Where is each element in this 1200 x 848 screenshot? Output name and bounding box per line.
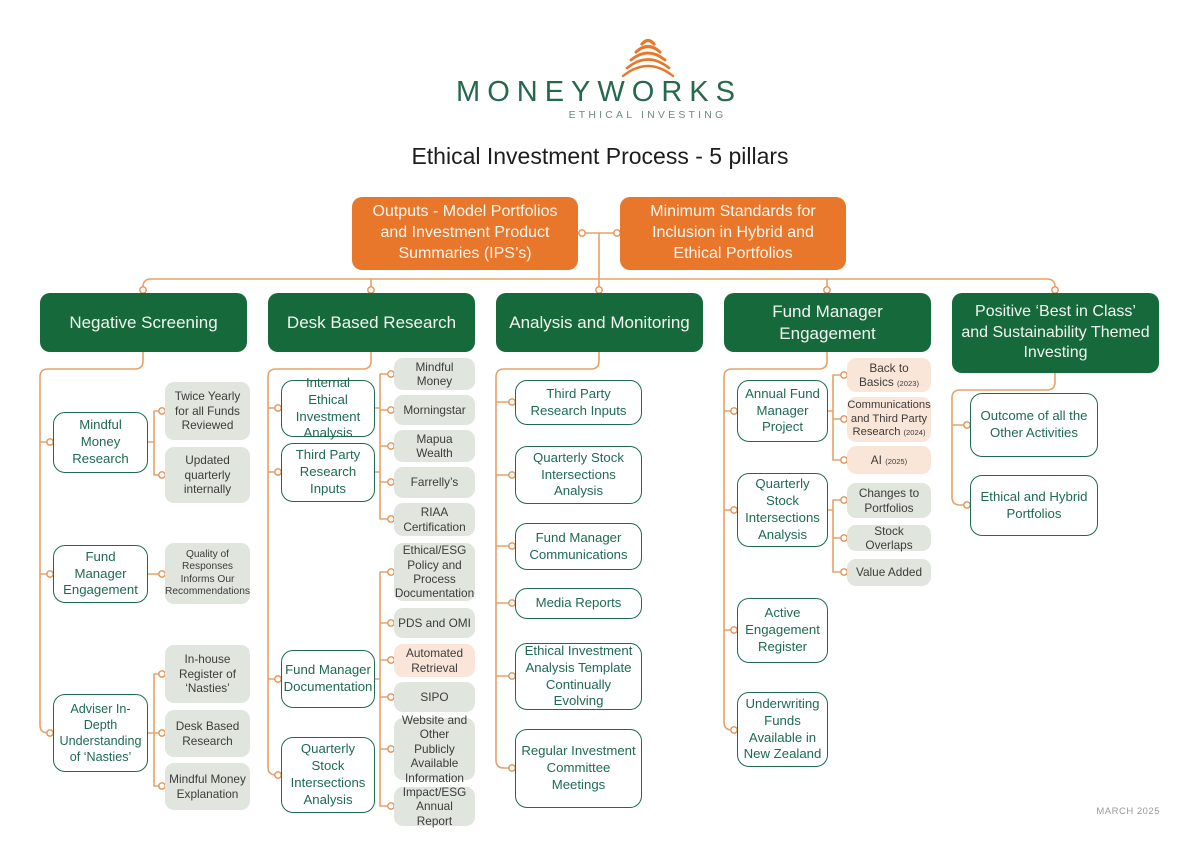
node-fund-manager-engagement: Fund Manager Engagement: [53, 545, 148, 603]
node-quarterly-stock-intersections: Quarterly Stock Intersections Analysis: [281, 737, 375, 813]
node-farrellys: Farrelly’s: [394, 467, 475, 498]
node-third-party-research-inputs-monitoring: Third Party Research Inputs: [515, 380, 642, 425]
node-website-public-information: Website and Other Publicly Available Inf…: [394, 713, 475, 785]
node-minimum-standards: Minimum Standards for Inclusion in Hybri…: [620, 197, 846, 270]
node-esg-policy-documentation: Ethical/ESG Policy and Process Documenta…: [394, 543, 475, 601]
pillar-fund-manager-engagement: Fund Manager Engagement: [724, 293, 931, 352]
brand-wordmark: MONEYWORKS: [456, 76, 742, 108]
node-automated-retrieval: Automated Retrieval: [394, 644, 475, 677]
node-changes-to-portfolios: Changes to Portfolios: [847, 483, 931, 518]
brand-tagline: ETHICAL INVESTING: [568, 109, 727, 121]
node-morningstar: Morningstar: [394, 395, 475, 425]
node-regular-investment-committee-meetings: Regular Investment Committee Meetings: [515, 729, 642, 808]
pillar-negative-screening: Negative Screening: [40, 293, 247, 352]
node-mindful-money: Mindful Money: [394, 358, 475, 390]
node-underwriting-funds-nz: Underwriting Funds Available in New Zeal…: [737, 692, 828, 767]
node-ai-2025: AI (2025): [847, 446, 931, 474]
pillar-analysis-and-monitoring: Analysis and Monitoring: [496, 293, 703, 352]
node-ethical-and-hybrid-portfolios: Ethical and Hybrid Portfolios: [970, 475, 1098, 536]
node-value-added: Value Added: [847, 559, 931, 586]
page-title: Ethical Investment Process - 5 pillars: [411, 143, 789, 169]
node-back-to-basics-2023: Back to Basics (2023): [847, 358, 931, 392]
node-updated-quarterly: Updated quarterly internally: [165, 447, 250, 503]
node-active-engagement-register: Active Engagement Register: [737, 598, 828, 663]
arc-fan-icon: [618, 34, 678, 80]
node-twice-yearly-review: Twice Yearly for all Funds Reviewed: [165, 382, 250, 440]
pillar-desk-based-research: Desk Based Research: [268, 293, 475, 352]
node-mapua-wealth: Mapua Wealth: [394, 430, 475, 462]
pillar-positive-best-in-class: Positive ‘Best in Class’ and Sustainabil…: [952, 293, 1159, 373]
node-mindful-money-explanation: Mindful Money Explanation: [165, 763, 250, 810]
node-quality-of-responses: Quality of Responses Informs Our Recomme…: [165, 543, 250, 604]
node-stock-overlaps: Stock Overlaps: [847, 524, 931, 552]
node-riaa-certification: RIAA Certification: [394, 503, 475, 536]
node-communications-third-party-research-2024: Communications and Third Party Research …: [847, 397, 931, 442]
node-outcome-of-other-activities: Outcome of all the Other Activities: [970, 393, 1098, 457]
node-internal-ethical-investment-analysis: Internal Ethical Investment Analysis: [281, 375, 375, 440]
node-fund-manager-documentation: Fund Manager Documentation: [281, 650, 375, 708]
node-analysis-template-evolving: Ethical Investment Analysis Template Con…: [515, 643, 642, 710]
node-third-party-research-inputs: Third Party Research Inputs: [281, 443, 375, 502]
node-quarterly-stock-intersections-monitoring: Quarterly Stock Intersections Analysis: [515, 446, 642, 504]
node-fund-manager-communications: Fund Manager Communications: [515, 523, 642, 570]
node-annual-fund-manager-project: Annual Fund Manager Project: [737, 380, 828, 442]
node-adviser-understanding-nasties: Adviser In-Depth Understanding of ‘Nasti…: [53, 694, 148, 772]
node-sipo: SIPO: [394, 682, 475, 712]
node-media-reports: Media Reports: [515, 588, 642, 619]
date-note: MARCH 2025: [1096, 806, 1160, 817]
node-quarterly-stock-intersections-engagement: Quarterly Stock Intersections Analysis: [737, 473, 828, 547]
node-pds-and-omi: PDS and OMI: [394, 608, 475, 638]
node-inhouse-register-nasties: In-house Register of ‘Nasties’: [165, 645, 250, 703]
node-desk-based-research: Desk Based Research: [165, 710, 250, 757]
node-mindful-money-research: Mindful Money Research: [53, 412, 148, 473]
node-outputs-model-portfolios: Outputs - Model Portfolios and Investmen…: [352, 197, 578, 270]
node-impact-esg-annual-report: Impact/ESG Annual Report: [394, 785, 475, 828]
